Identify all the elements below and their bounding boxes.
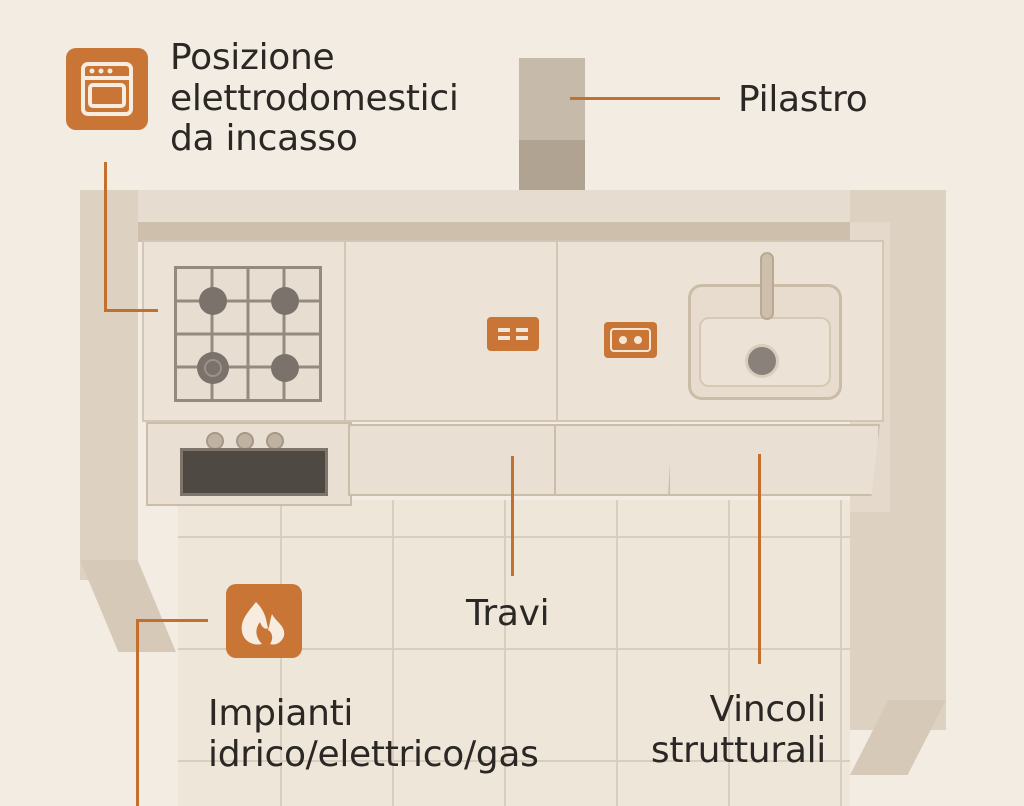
beams-label: Travi — [466, 593, 550, 635]
base-cabinet — [668, 424, 880, 496]
electrical-outlet — [604, 322, 657, 358]
systems-label: Impianti idrico/elettrico/gas — [208, 693, 539, 775]
systems-leader-h — [136, 619, 208, 622]
flame-icon — [226, 584, 302, 658]
systems-leader-v — [136, 619, 139, 806]
faucet — [760, 252, 774, 320]
appliances-label-line: Posizione — [170, 37, 335, 78]
pillar-label-text: Pilastro — [738, 79, 868, 120]
pillar-leader — [570, 97, 720, 100]
pillar-label: Pilastro — [738, 79, 868, 121]
left-wall — [80, 190, 138, 580]
appliances-leader-v — [104, 162, 107, 312]
pillar-face — [519, 140, 585, 190]
base-cabinet — [348, 424, 556, 496]
oven-icon — [66, 48, 148, 130]
gas-hob — [174, 266, 322, 402]
constraints-label: Vincoli strutturali — [640, 689, 827, 771]
left-wall-face — [80, 560, 176, 652]
constraints-label-line: strutturali — [650, 729, 826, 771]
appliances-label-line: elettrodomestici — [170, 77, 459, 119]
appliances-leader-h — [104, 309, 158, 312]
systems-label-line: Impianti — [208, 693, 354, 734]
appliances-label: Posizione elettrodomestici da incasso — [170, 37, 459, 160]
oven-cabinet — [146, 422, 352, 506]
constraints-label-line: Vincoli — [709, 689, 827, 730]
beams-label-text: Travi — [466, 593, 550, 634]
systems-label-line: idrico/elettrico/gas — [208, 733, 539, 775]
constraints-leader — [758, 454, 761, 664]
appliances-label-line: da incasso — [170, 118, 358, 160]
sink-drain — [745, 344, 779, 378]
oven-door — [180, 448, 328, 496]
base-cabinet — [554, 424, 678, 496]
electrical-socket — [487, 317, 539, 351]
floor-tiles — [178, 500, 850, 806]
back-wall-inner-edge — [136, 222, 892, 242]
beams-leader — [511, 456, 514, 576]
